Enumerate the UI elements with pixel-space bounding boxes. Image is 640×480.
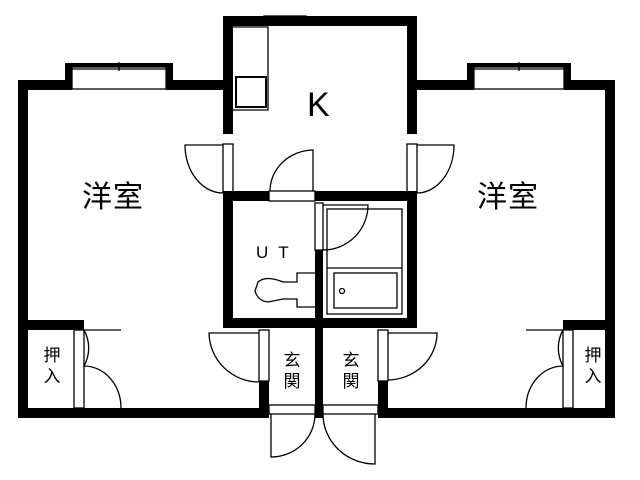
left-room-label: 洋室: [82, 180, 144, 215]
right-entrance-label: 玄 関: [342, 351, 360, 392]
right-room-label: 洋室: [477, 180, 539, 215]
right-closet-label: 押 入: [584, 346, 602, 387]
left-entrance-label: 玄 関: [283, 351, 301, 392]
fixtures: [71, 15, 574, 465]
left-closet-label: 押 入: [43, 346, 61, 387]
walls: [18, 16, 615, 418]
utility-label: UT: [256, 243, 299, 262]
kitchen-label: K: [307, 86, 330, 124]
